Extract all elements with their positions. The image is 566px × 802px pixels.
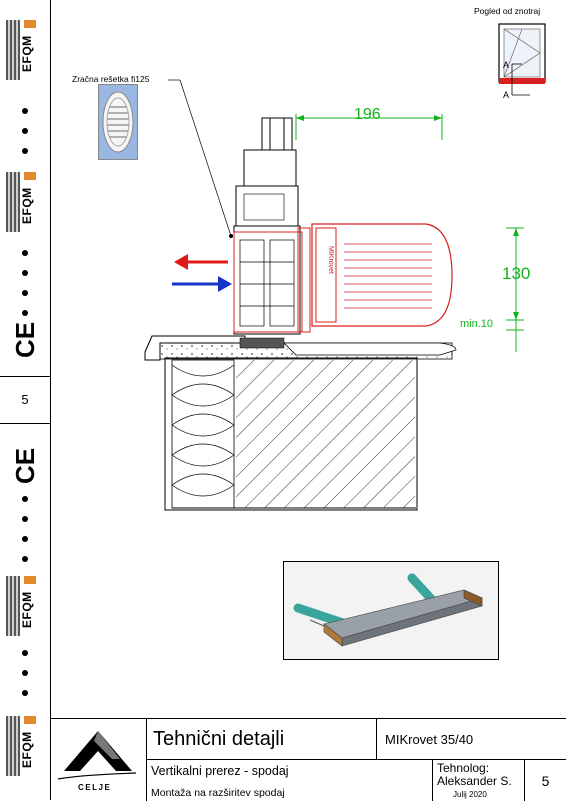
dot — [22, 290, 28, 296]
dot — [22, 310, 28, 316]
sidebar-page-number: 5 — [0, 376, 50, 424]
dim-130 — [506, 227, 524, 352]
dim-width-label: 196 — [354, 106, 381, 123]
window-view-sketch — [498, 23, 546, 96]
company-name: CELJE — [78, 783, 112, 792]
dot — [22, 496, 28, 502]
efqm-logo: EFQM — [6, 172, 42, 232]
dot — [22, 270, 28, 276]
outer-sill — [144, 335, 246, 361]
doc-date: Julij 2020 — [453, 790, 487, 799]
section-title: Vertikalni prerez - spodaj — [151, 764, 289, 778]
vent-unit-core — [233, 231, 303, 333]
dot — [22, 108, 28, 114]
insulation — [171, 359, 235, 509]
dot — [22, 690, 28, 696]
section-description: Vertikalni prerez - spodaj Montaža na ra… — [146, 759, 432, 801]
view-legend: Pogled od znotraj A A — [470, 6, 560, 100]
unit-brand-label: MIKrovet — [327, 246, 334, 274]
sidebar: EFQM EFQM CE 5 CE EFQM EFQM — [0, 0, 51, 800]
dot — [22, 128, 28, 134]
title-block: CELJE Tehnični detajli MIKrovet 35/40 Ve… — [50, 718, 566, 801]
product-name: MIKrovet 35/40 — [376, 719, 566, 759]
section-mark-bottom: A — [503, 90, 510, 100]
dim-196 — [295, 114, 443, 140]
masonry-hatch — [236, 360, 415, 508]
grille-leader — [179, 79, 232, 237]
inner-sill — [283, 342, 457, 356]
dot — [22, 516, 28, 522]
doc-title: Tehnični detajli — [146, 719, 376, 759]
page-number: 5 — [524, 759, 566, 801]
dim-height-label: 130 — [502, 264, 531, 283]
seal-block — [239, 337, 285, 349]
section-mark-top: A — [503, 60, 510, 70]
technologist-label: Tehnolog: — [437, 761, 490, 775]
efqm-logo: EFQM — [6, 20, 42, 80]
product-render — [283, 561, 499, 660]
view-label: Pogled od znotraj — [474, 6, 541, 16]
dot — [22, 536, 28, 542]
window-frame-profile — [233, 225, 301, 335]
grille-image — [98, 84, 138, 160]
technologist: Tehnolog: Aleksander S. Julij 2020 — [432, 759, 524, 801]
dot — [22, 670, 28, 676]
dim-min-label: min.10 — [460, 318, 494, 330]
grille-label: Zračna rešetka fi125 — [72, 74, 150, 84]
efqm-logo: EFQM — [6, 716, 42, 776]
mounting-note: Montaža na razširitev spodaj — [151, 787, 285, 799]
dot — [22, 148, 28, 154]
interior-unit — [311, 223, 453, 327]
dot — [22, 250, 28, 256]
technologist-name: Aleksander S. — [437, 774, 512, 788]
company-logo: CELJE — [50, 719, 146, 801]
dot — [22, 556, 28, 562]
dot — [22, 650, 28, 656]
efqm-logo: EFQM — [6, 576, 42, 636]
